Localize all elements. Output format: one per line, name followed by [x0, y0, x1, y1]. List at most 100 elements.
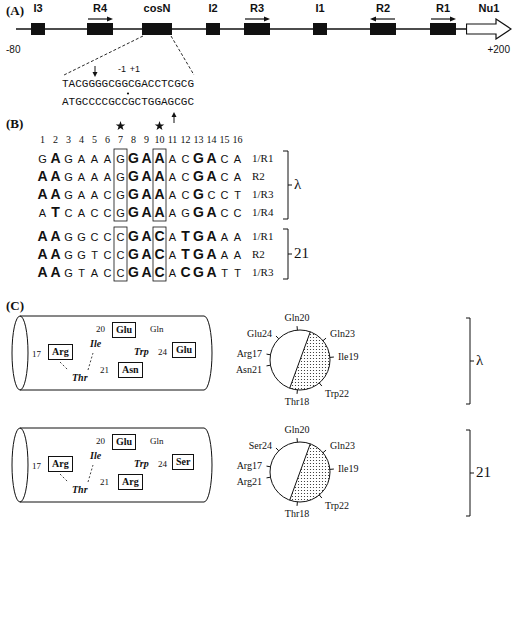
column-number: 4 [79, 134, 84, 145]
base-letter: A [205, 228, 218, 244]
residue-name: Arg [52, 458, 69, 470]
site-name: I1 [313, 2, 327, 15]
cut-position: -1 [118, 64, 126, 74]
base-letter: A [36, 246, 49, 262]
base-letter: A [205, 246, 218, 262]
residue-name: Glu [116, 436, 132, 448]
site-name: cosN [142, 2, 172, 15]
column-number: 5 [92, 134, 97, 145]
base-letter: T [49, 204, 62, 220]
base-letter: A [205, 150, 218, 166]
base-letter: C [218, 169, 231, 185]
residue-box: Asn [118, 362, 143, 378]
base-letter: T [231, 187, 244, 203]
base-letter: G [114, 187, 127, 203]
residue-box: Glu [112, 434, 136, 450]
base-letter: C [179, 151, 192, 167]
base-letter: C [153, 228, 166, 244]
residue-number: 21 [100, 365, 109, 375]
base-letter: A [205, 168, 218, 184]
site-name: 1/R3 [252, 266, 273, 278]
base-letter: C [114, 247, 127, 263]
wheel-residue: Thr18 [285, 508, 309, 520]
site-box: I2 [206, 2, 220, 35]
base-letter: C [231, 205, 244, 221]
base-letter: A [166, 229, 179, 245]
base-letter: G [62, 265, 75, 281]
residue-name: Thr [72, 484, 88, 496]
base-letter: G [62, 169, 75, 185]
base-letter: G [114, 169, 127, 185]
column-number: 15 [220, 134, 230, 145]
wheel-residue: Arg17 [237, 348, 262, 360]
site-name: R2 [252, 170, 265, 182]
column-number: 8 [131, 134, 136, 145]
axis-coordinate: +200 [487, 44, 510, 56]
base-letter: T [179, 246, 192, 262]
site-name: I3 [31, 2, 45, 15]
base-letter: A [166, 169, 179, 185]
residue-name: Arg [52, 346, 69, 358]
zoom-lines [64, 36, 194, 75]
column-number: 13 [194, 134, 204, 145]
site-name: R1 [430, 2, 456, 15]
base-letter: A [153, 186, 166, 202]
wheel-residue: Arg17 [237, 460, 262, 472]
panel-letter: (B) [6, 116, 23, 131]
base-letter: A [49, 150, 62, 166]
base-letter: C [153, 246, 166, 262]
site-box: R4 [87, 2, 113, 35]
base-letter: A [36, 264, 49, 280]
column-number: 16 [233, 134, 243, 145]
base-letter: A [140, 186, 153, 202]
base-letter: G [75, 247, 88, 263]
base-letter: G [192, 186, 205, 202]
site-name: R2 [252, 248, 265, 260]
dna-strand: TACGGGGCGGCGACCTCGCG [62, 78, 194, 91]
base-letter: G [192, 246, 205, 262]
residue-name: Arg [122, 476, 139, 488]
base-letter: C [179, 264, 192, 280]
sequence-row: AAGAAAGGAAACGACA [36, 168, 244, 184]
residue-number: 17 [32, 461, 41, 471]
base-letter: A [166, 265, 179, 281]
base-letter: A [153, 150, 166, 166]
base-letter: C [88, 229, 101, 245]
base-letter: A [49, 168, 62, 184]
base-letter: A [166, 187, 179, 203]
base-letter: A [140, 204, 153, 220]
column-number: 10 [155, 134, 165, 145]
residue-name: Trp [134, 458, 149, 470]
helix-cylinders [12, 316, 212, 502]
base-letter: A [231, 229, 244, 245]
residue-box: Arg [48, 456, 73, 472]
stars [116, 121, 165, 130]
wheel-residue: Thr18 [285, 396, 309, 408]
base-letter: A [88, 265, 101, 281]
base-letter: G [192, 150, 205, 166]
base-letter: C [205, 187, 218, 203]
dna-strand: ATGCCCCGCCGCTGGAGCGC [62, 96, 194, 109]
base-letter: G [36, 151, 49, 167]
base-letter: A [153, 204, 166, 220]
dna-line [16, 28, 467, 30]
base-letter: T [75, 265, 88, 281]
base-letter: A [140, 150, 153, 166]
base-letter: A [88, 151, 101, 167]
gene-arrow: Nu1 [466, 2, 512, 40]
residue-number: 17 [32, 349, 41, 359]
residue-name: Trp [134, 346, 149, 358]
base-letter: G [62, 247, 75, 263]
residue-name: Thr [72, 372, 88, 384]
base-letter: A [166, 151, 179, 167]
wheel-residue: Asn21 [236, 364, 262, 376]
site-name: 1/R1 [252, 152, 273, 164]
base-letter: A [88, 187, 101, 203]
base-letter: A [140, 228, 153, 244]
column-number: 6 [105, 134, 110, 145]
base-letter: G [114, 205, 127, 221]
base-letter: C [218, 187, 231, 203]
base-letter: G [127, 168, 140, 184]
base-letter: G [192, 204, 205, 220]
